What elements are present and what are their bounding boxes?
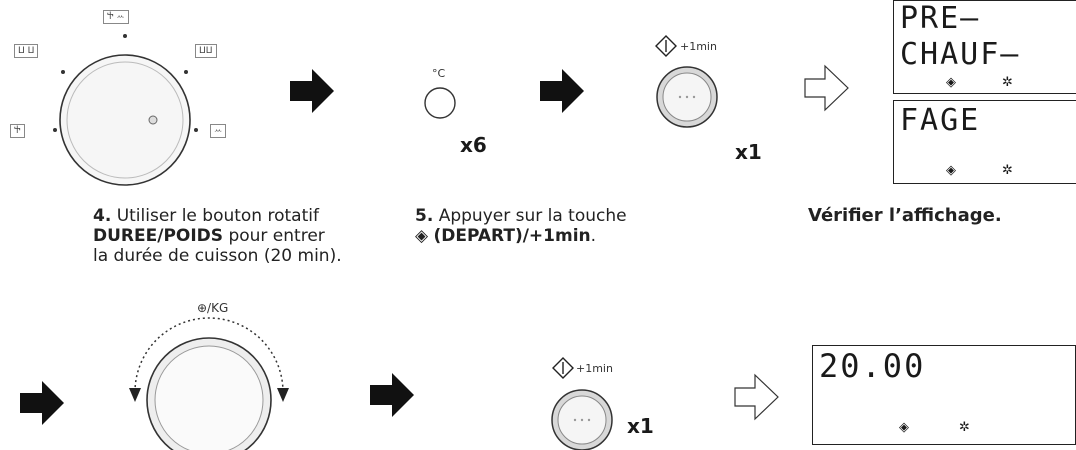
start-1-multiplier: x1 bbox=[735, 140, 762, 164]
step-4-line-c: la durée de cuisson (20 min). bbox=[93, 246, 342, 266]
arrow-right-3 bbox=[20, 381, 64, 425]
start-2-multiplier: x1 bbox=[627, 414, 654, 438]
display-3-line1: 20.00 bbox=[819, 347, 926, 385]
outline-arrow-2 bbox=[734, 373, 779, 421]
step-4-line-b: pour entrer bbox=[223, 226, 325, 246]
start-button-1[interactable] bbox=[656, 66, 718, 128]
step-5-bold: (DEPART)/+1min bbox=[433, 226, 591, 246]
step-5-text: 5. Appuyer sur la touche ◈ (DEPART)/+1mi… bbox=[415, 206, 695, 246]
display-1-line1: PRE– bbox=[900, 1, 981, 36]
step-5-number: 5. bbox=[415, 206, 434, 226]
start-icon-1 bbox=[655, 35, 677, 57]
fan-symbol-icon: ✲ bbox=[1002, 75, 1013, 90]
outline-arrow-1 bbox=[804, 64, 849, 112]
step-4-number: 4. bbox=[93, 206, 112, 226]
start-button-2[interactable] bbox=[551, 389, 613, 450]
dial-label-upper-right: ⵡⵡ bbox=[195, 44, 217, 58]
temp-button-label: °C bbox=[432, 67, 446, 80]
dial-label-lower-right: ꕀ bbox=[210, 124, 227, 138]
display-fage: FAGE ◈ ✲ bbox=[893, 100, 1076, 184]
display-preheat: PRE– CHAUF– ◈ ✲ bbox=[893, 0, 1076, 94]
fan-symbol-icon: ✲ bbox=[959, 420, 970, 435]
fan-symbol-icon: ✲ bbox=[1002, 163, 1013, 178]
dial-label-lower-left: Ⴕ bbox=[10, 124, 25, 138]
dial-label-top: Ⴕ ꕀ bbox=[103, 10, 129, 24]
start-inline-icon: ◈ bbox=[415, 226, 429, 246]
timer-dial[interactable] bbox=[129, 317, 289, 450]
temp-button[interactable] bbox=[424, 87, 456, 119]
start-icon-2 bbox=[552, 357, 574, 379]
arrow-right-1 bbox=[290, 69, 334, 113]
arrow-right-4 bbox=[370, 373, 414, 417]
step-4-bold: DUREE/POIDS bbox=[93, 226, 224, 246]
timer-dial-label: ⊕/KG bbox=[197, 301, 229, 315]
start-button-1-label: +1min bbox=[680, 40, 717, 53]
display-2-line1: FAGE bbox=[900, 103, 981, 138]
step-4-line-a: Utiliser le bouton rotatif bbox=[116, 206, 319, 226]
start-symbol-icon: ◈ bbox=[946, 75, 956, 90]
dial-label-upper-left: ⵡ ⵡ bbox=[14, 44, 39, 58]
mode-dial[interactable] bbox=[53, 34, 198, 186]
temp-multiplier: x6 bbox=[460, 133, 487, 157]
start-symbol-icon: ◈ bbox=[946, 163, 956, 178]
display-time: 20.00 ◈ ✲ bbox=[812, 345, 1076, 445]
step-4-text: 4. Utiliser le bouton rotatif DUREE/POID… bbox=[93, 206, 363, 266]
start-symbol-icon: ◈ bbox=[899, 420, 909, 435]
start-button-2-label: +1min bbox=[576, 362, 613, 375]
step-5-tail: . bbox=[590, 226, 597, 246]
step-5-line-a: Appuyer sur la touche bbox=[438, 206, 627, 226]
verify-display-text: Vérifier l’affichage. bbox=[808, 205, 1002, 226]
arrow-right-2 bbox=[540, 69, 584, 113]
display-1-line2: CHAUF– bbox=[900, 37, 1021, 72]
